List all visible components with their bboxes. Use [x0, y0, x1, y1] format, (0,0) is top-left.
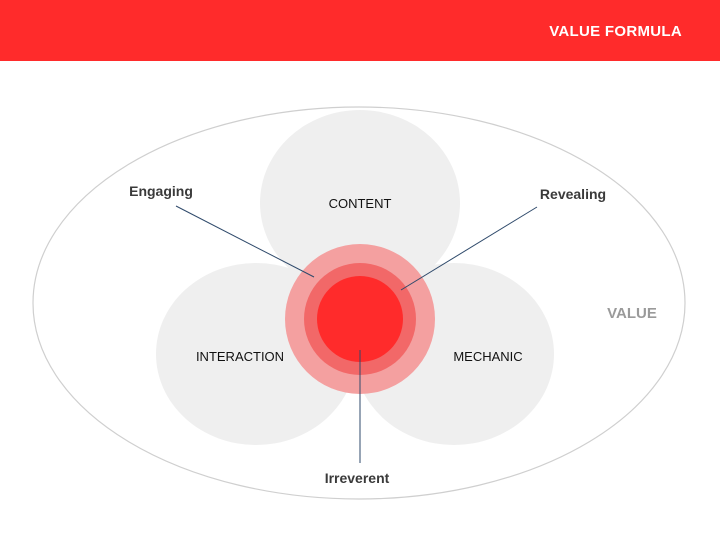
engaging-label: Engaging — [129, 183, 193, 199]
core-circle — [317, 276, 403, 362]
header-bar — [0, 0, 720, 61]
engaging-line — [175, 205, 315, 278]
mechanic-label: MECHANIC — [453, 349, 522, 364]
revealing-line — [400, 206, 538, 291]
slide-title: VALUE FORMULA — [549, 23, 682, 40]
content-circle — [260, 110, 460, 296]
irreverent-label: Irreverent — [325, 470, 390, 486]
interaction-label: INTERACTION — [196, 349, 284, 364]
content-label: CONTENT — [329, 196, 392, 211]
value-label: VALUE — [607, 305, 657, 322]
revealing-label: Revealing — [540, 186, 606, 202]
value-ellipse — [32, 106, 686, 500]
